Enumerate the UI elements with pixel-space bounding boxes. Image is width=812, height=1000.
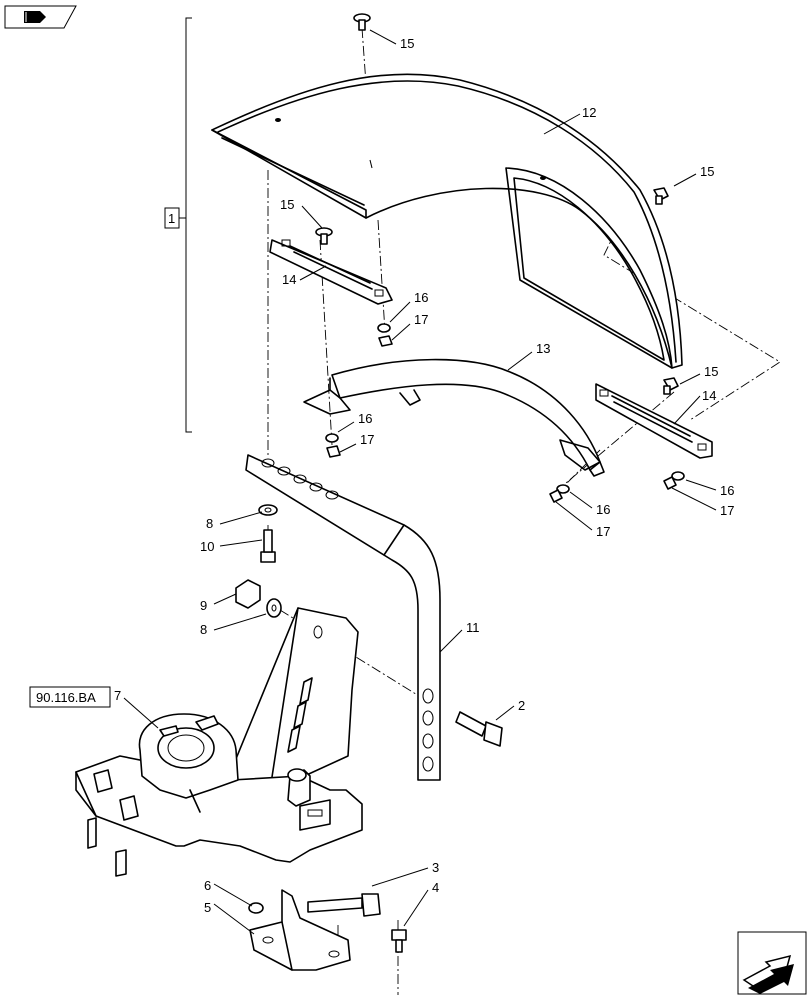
strap-left: [269, 239, 393, 305]
nut-17-b: [326, 445, 341, 458]
label-17-b: 17: [360, 432, 374, 447]
bolt-2: [455, 711, 503, 747]
label-12: 12: [582, 105, 596, 120]
bolt-4: [391, 929, 407, 953]
label-14-right: 14: [702, 388, 716, 403]
mounting-bracket: [75, 607, 363, 877]
label-15-top: 15: [400, 36, 414, 51]
label-17-c: 17: [596, 524, 610, 539]
bolt-15-top: [353, 13, 371, 31]
strap-right: [595, 383, 713, 459]
book-arrow-icon[interactable]: [4, 5, 77, 29]
nut-17-c: [549, 489, 563, 503]
label-16-a: 16: [414, 290, 428, 305]
label-8-upper: 8: [206, 516, 213, 531]
bolt-15-right-upper: [653, 187, 669, 205]
next-page-arrow-icon[interactable]: [737, 931, 807, 995]
group-bracket: [164, 17, 192, 433]
bolt-15-right-lower: [663, 377, 679, 395]
part-labels: 1 2 3 4 5 6 7 8 8 9 10 11 12 13 14 14 15…: [114, 36, 734, 915]
bolt-3: [307, 893, 381, 917]
label-7: 7: [114, 688, 121, 703]
label-9: 9: [200, 598, 207, 613]
lower-bracket: [249, 889, 351, 971]
washer-16-b: [325, 433, 339, 443]
label-16-d: 16: [720, 483, 734, 498]
washer-16-d: [671, 471, 685, 481]
label-15-strap: 15: [280, 197, 294, 212]
label-17-d: 17: [720, 503, 734, 518]
leader-lines: [104, 29, 717, 935]
label-15-right-upper: 15: [700, 164, 714, 179]
label-14-left: 14: [282, 272, 296, 287]
bolt-15-strap: [315, 227, 333, 245]
washer-16-c: [556, 484, 570, 494]
label-10: 10: [200, 539, 214, 554]
label-11: 11: [466, 620, 480, 635]
label-16-c: 16: [596, 502, 610, 517]
nut-17-d: [663, 476, 677, 490]
label-15-right-lower: 15: [704, 364, 718, 379]
washer-16-a: [377, 323, 391, 333]
label-5: 5: [204, 900, 211, 915]
label-3: 3: [432, 860, 439, 875]
washer-8-lower: [266, 598, 282, 618]
washer-6: [248, 902, 264, 914]
nut-17-a: [378, 335, 393, 347]
label-13: 13: [536, 341, 550, 356]
label-1: 1: [168, 211, 175, 226]
support-arm: [245, 454, 441, 781]
label-17-a: 17: [414, 312, 428, 327]
fender: [211, 73, 683, 369]
bolt-10: [260, 529, 276, 563]
nut-9: [235, 579, 261, 609]
reference-link[interactable]: 90.116.BA: [29, 686, 111, 708]
label-4: 4: [432, 880, 439, 895]
label-16-b: 16: [358, 411, 372, 426]
label-6: 6: [204, 878, 211, 893]
reference-code[interactable]: 90.116.BA: [36, 690, 96, 705]
fender-bracket: [303, 358, 605, 477]
washer-8-upper: [258, 504, 278, 516]
label-8-lower: 8: [200, 622, 207, 637]
label-2: 2: [518, 698, 525, 713]
